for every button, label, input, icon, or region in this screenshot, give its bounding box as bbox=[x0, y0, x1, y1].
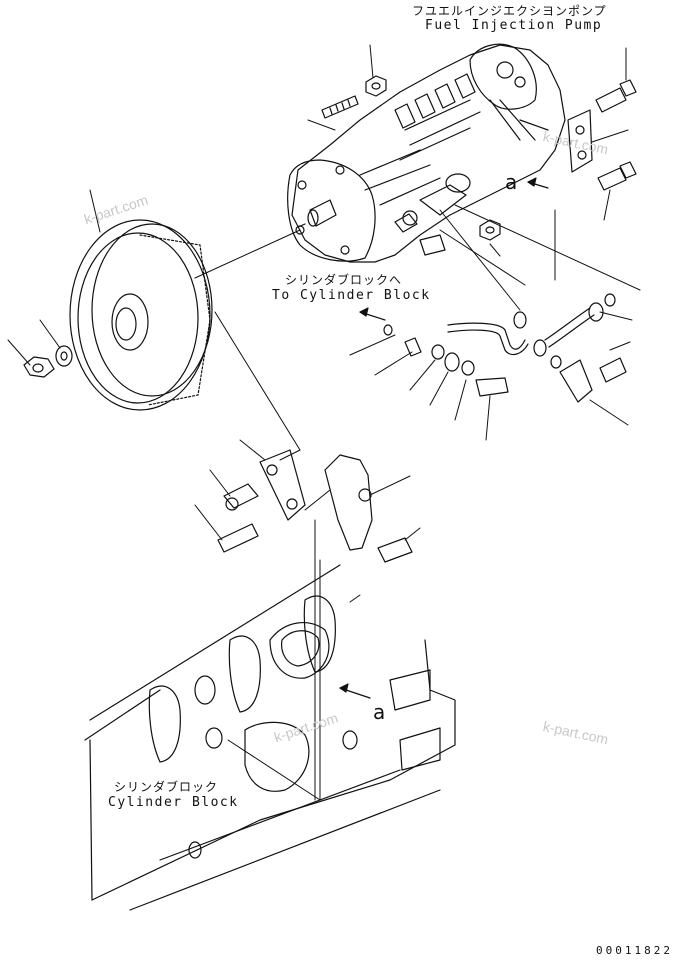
leader-lines bbox=[7, 44, 641, 801]
drawing-code: 00011822 bbox=[596, 944, 673, 957]
block-label-en: Cylinder Block bbox=[108, 795, 239, 810]
bracket-plate bbox=[567, 109, 593, 173]
banjo-fittings bbox=[383, 293, 616, 376]
gear-washer bbox=[55, 345, 73, 367]
reference-arrow-upper bbox=[527, 177, 549, 189]
cylinder-block bbox=[84, 564, 456, 911]
stud-bolt bbox=[321, 95, 359, 119]
bracket-bolts bbox=[217, 483, 413, 563]
reference-arrow-lower bbox=[339, 683, 371, 699]
bracket-bolt-upper bbox=[595, 79, 637, 113]
to-block-label-en: To Cylinder Block bbox=[272, 288, 431, 303]
gear-nut bbox=[23, 356, 55, 378]
reference-mark-upper: a bbox=[505, 170, 518, 194]
fuel-injection-pump bbox=[287, 43, 566, 263]
pump-label-en: Fuel Injection Pump bbox=[425, 18, 603, 33]
pump-label-jp: フユエルインジエクシヨンポンプ bbox=[412, 4, 607, 18]
bracket-bolt-lower bbox=[597, 161, 637, 191]
reference-mark-lower: a bbox=[373, 700, 386, 724]
stud-nut bbox=[365, 75, 387, 97]
support-bracket-right bbox=[324, 454, 373, 551]
pump-nut bbox=[479, 219, 501, 241]
to-block-label-jp: シリンダブロックへ bbox=[285, 273, 403, 287]
fuel-pipe bbox=[447, 307, 595, 356]
support-bracket-left bbox=[259, 449, 306, 521]
to-block-arrow bbox=[359, 307, 386, 321]
drive-gear bbox=[69, 219, 213, 411]
eye-bolts bbox=[475, 357, 627, 403]
block-label-jp: シリンダブロック bbox=[114, 780, 219, 794]
